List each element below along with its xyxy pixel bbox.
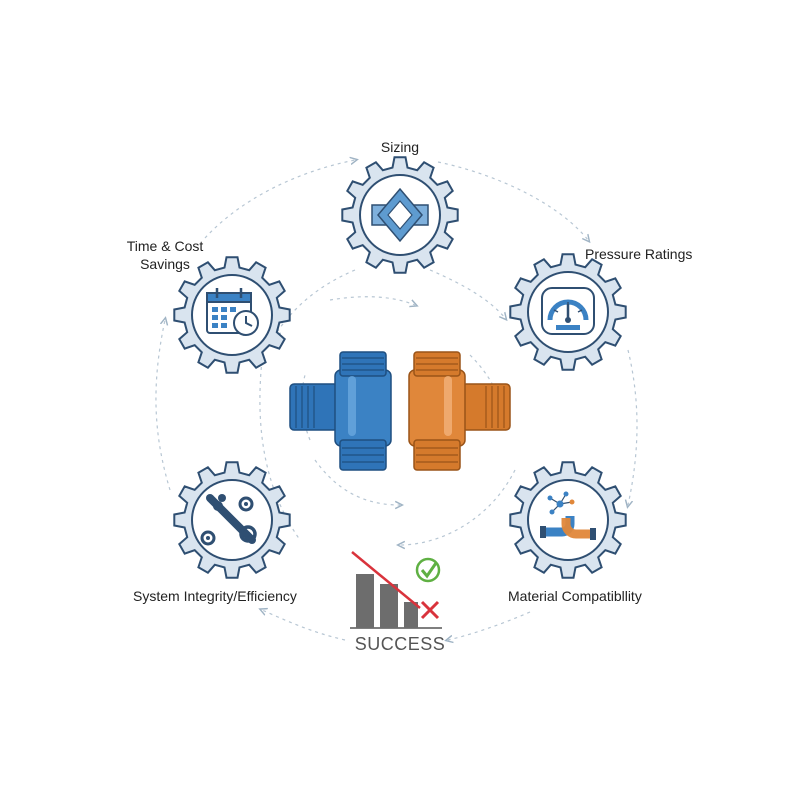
check-icon bbox=[420, 562, 438, 579]
arrow-system-to-time bbox=[155, 320, 171, 491]
pipes-molecule-icon bbox=[540, 491, 596, 540]
label-material-compatibility: Material Compatibllity bbox=[508, 588, 642, 604]
label-time-cost-savings: Time & Cost Savings bbox=[100, 238, 230, 273]
outer-cycle-arrows bbox=[155, 160, 638, 640]
gauge-icon bbox=[541, 287, 595, 335]
label-time-cost-line2: Savings bbox=[140, 255, 190, 272]
blue-tee-fitting bbox=[289, 351, 392, 471]
inner-arrow-2 bbox=[429, 269, 505, 318]
label-pressure-ratings: Pressure Ratings bbox=[585, 246, 693, 262]
bar-3 bbox=[404, 602, 418, 628]
inner-arrow-1 bbox=[275, 269, 356, 335]
inner-arrow-4 bbox=[329, 296, 415, 305]
arrow-sizing-to-pressure bbox=[437, 161, 588, 240]
bar-1 bbox=[356, 574, 374, 628]
decline-line bbox=[351, 551, 421, 609]
declining-chart-check-icon bbox=[350, 551, 442, 629]
check-circle-icon bbox=[415, 557, 441, 583]
arrow-time-to-sizing bbox=[204, 160, 355, 239]
inner-arrow-7 bbox=[400, 469, 516, 545]
pipe-diamond-icon bbox=[371, 187, 429, 243]
label-success: SUCCESS bbox=[354, 634, 446, 654]
inner-arrow-6 bbox=[469, 354, 505, 420]
bar-2 bbox=[380, 584, 398, 628]
cross-icon bbox=[420, 600, 440, 620]
label-system-integrity: System Integrity/Efficiency bbox=[133, 588, 297, 604]
arrow-pressure-to-material bbox=[628, 349, 638, 505]
orange-tee-fitting bbox=[408, 351, 511, 471]
label-time-cost-line1: Time & Cost bbox=[126, 238, 204, 254]
label-sizing: Sizing bbox=[380, 139, 420, 155]
arrow-material-to-success bbox=[448, 611, 531, 640]
wrench-gears-icon bbox=[200, 494, 257, 546]
calendar-clock-icon bbox=[206, 288, 259, 336]
pipe-tee-fittings-icon bbox=[289, 351, 511, 471]
